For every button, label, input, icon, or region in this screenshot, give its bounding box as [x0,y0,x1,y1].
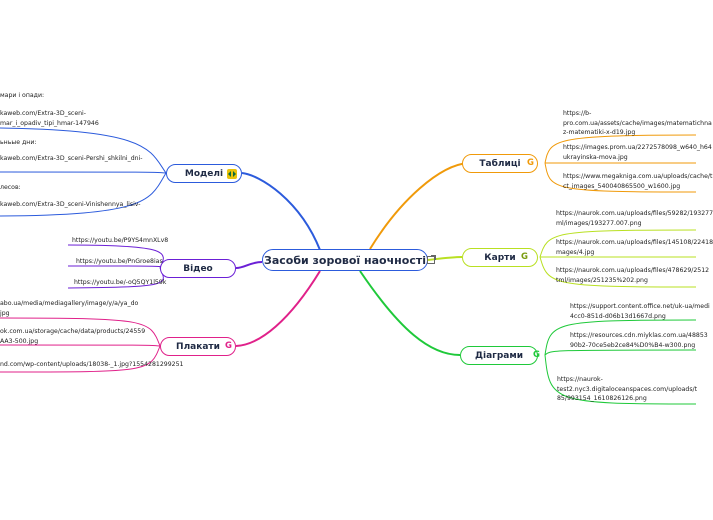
maps-leaf-link[interactable]: https://naurok.com.ua/uploads/files/4786… [556,267,710,284]
google-icon[interactable]: G [521,252,528,262]
connector-models-leaf [0,171,167,174]
mind-map: Засоби зорової наочності Моделі Відео Пл… [0,92,713,405]
connector-maps [427,256,463,261]
topic-diagrams[interactable]: Діаграми [460,346,538,365]
connector-posters [235,270,321,347]
video-leaf-link[interactable]: https://youtu.be/PnGroe8ias [76,258,163,265]
connector-diagrams-leaf [544,354,697,405]
posters-leaf-link[interactable]: ok.com.ua/storage/cache/data/products/24… [0,328,146,345]
connector-models [241,172,321,251]
diagrams-leaf-link[interactable]: https://resources.cdn.miyklas.com.ua/488… [570,332,708,349]
topic-tables[interactable]: Таблиці [462,154,538,173]
connector-diagrams-leaf [544,319,697,356]
tables-leaf-link[interactable]: https://www.megaknigа.com.ua/uploads/cac… [563,173,713,190]
connector-diagrams-leaf [544,349,697,356]
tables-leaf-link[interactable]: https://images.prom.ua/2272578098_w640_h… [563,144,712,161]
topic-posters[interactable]: Плакати [160,337,236,356]
models-leaf-label: лесов: [0,184,21,191]
video-leaf-link[interactable]: https://youtu.be/-oQ5QY1l59k [74,279,167,286]
connector-video [235,261,263,269]
connector-maps-leaf [539,229,697,258]
google-icon[interactable]: G [527,158,534,168]
video-leaf-link[interactable]: https://youtu.be/P9YS4mnXLv8 [72,237,169,244]
connector-diagrams [359,270,461,356]
tables-leaf-link[interactable]: https://b- pro.com.ua/assets/cache/image… [563,110,712,136]
connector-models-leaf [0,127,167,174]
posters-leaf-link[interactable]: abo.ua/media/mediagallery/image/y/a/ya_d… [0,300,139,317]
label-icon [227,169,237,179]
connector-tables [369,162,469,250]
central-topic[interactable]: Засоби зорової наочності [262,249,428,271]
diagrams-leaf-link[interactable]: https://support.content.office.net/uk-ua… [570,303,710,320]
models-leaf-link[interactable]: kaweb.com/Extra-3D_sceni- mar_i_opadiv_t… [0,110,99,127]
models-leaf-label: ьньые дни: [0,139,37,146]
topic-maps[interactable]: Карти [462,248,538,267]
connector-posters-leaf [0,317,161,347]
connector-tables-leaf [544,162,697,193]
diagrams-leaf-link[interactable]: https://naurok- test2.nyc3.digitaloceans… [557,376,698,402]
models-leaf-link[interactable]: kaweb.com/Extra-3D_sceni-Pershi_shkilni_… [0,155,143,162]
connector-posters-leaf [0,344,161,347]
open-link-icon[interactable] [427,255,436,264]
topic-video[interactable]: Відео [160,259,236,278]
google-icon[interactable]: G [533,350,540,360]
topic-models[interactable]: Моделі [166,164,242,183]
google-icon[interactable]: G [225,341,232,351]
connector-tables-leaf [544,134,697,164]
models-leaf-label: мари і опади: [0,92,45,99]
maps-leaf-link[interactable]: https://naurok.com.ua/uploads/files/1451… [556,239,713,256]
connector-models-leaf [0,172,167,217]
maps-leaf-link[interactable]: https://naurok.com.ua/uploads/files/5928… [556,210,713,227]
connector-maps-leaf [539,256,697,288]
posters-leaf-link[interactable]: nd.com/wp-content/uploads/18038-_1.jpg?1… [0,361,184,368]
models-leaf-link[interactable]: kaweb.com/Extra-3D_sceni-Vinishennya_lis… [0,201,141,208]
connector-posters-leaf [0,345,161,373]
